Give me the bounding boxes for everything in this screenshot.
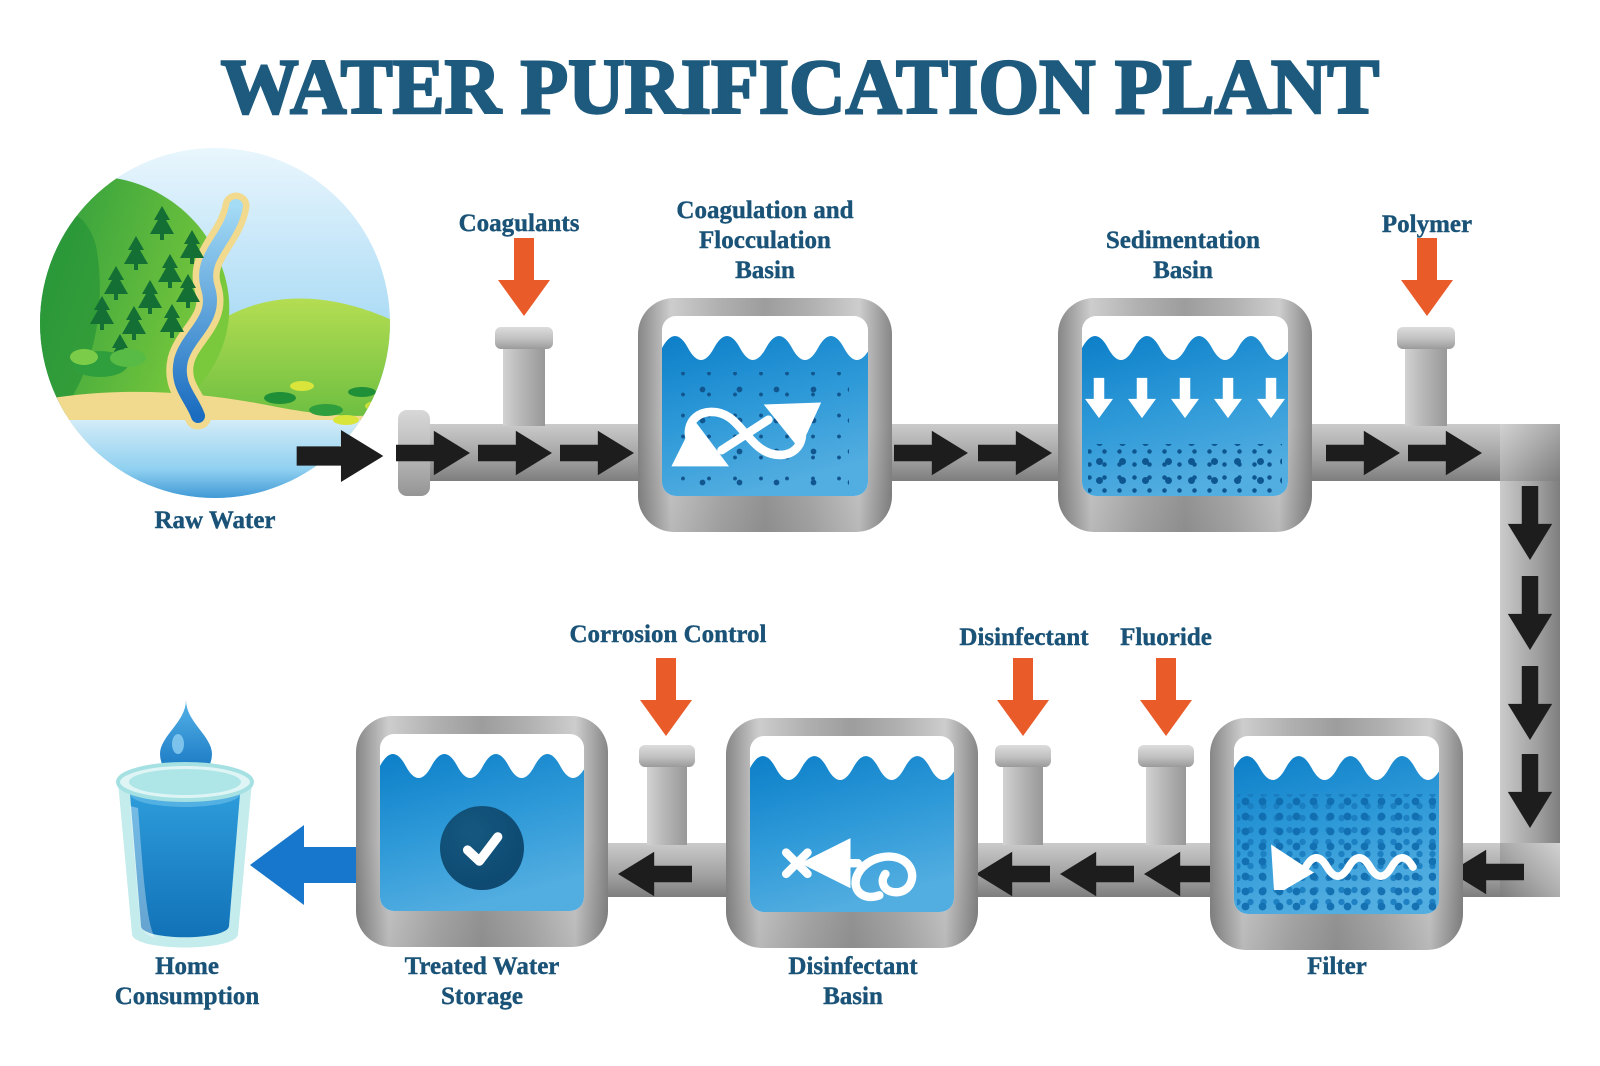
coagulation-basin-label: Coagulation and Flocculation Basin [676,197,854,284]
dosing-arrow-icon [997,658,1049,736]
coagulants-inlet-pipe [503,347,545,426]
sedimentation-basin-tank [1058,298,1312,532]
home-consumption-label: Home Consumption [114,953,260,1010]
flow-arrow-left-icon [618,851,692,897]
dosing-arrow-icon [1401,238,1453,316]
down-arrow-icon [1214,377,1242,419]
pipe-elbow-top-right [1500,424,1560,481]
consumption-arrow-icon [250,825,366,905]
sedimentation-basin-label: Sedimentation Basin [1105,227,1261,284]
flow-arrow-icon [1408,430,1482,476]
filter-tank [1210,718,1463,950]
settling-arrows [1082,376,1288,420]
wavy-left-arrow-icon [1271,844,1417,890]
flow-arrow-left-icon [1450,849,1524,895]
flow-arrow-icon [1326,430,1400,476]
polymer-inlet-flange [1397,327,1455,349]
down-arrow-icon [1085,377,1113,419]
quality-check-badge [440,806,524,890]
flow-arrow-icon [296,430,384,482]
mixing-swirl-icon [671,402,822,467]
dosing-arrow-icon [1140,658,1192,736]
polymer-inlet-pipe [1405,347,1447,426]
disinfectant-inlet-pipe [1003,765,1043,845]
disinfectant-basin-tank [726,718,978,948]
germ-kill-icon [781,838,917,901]
flow-arrow-left-icon [1060,851,1134,897]
droplet-icon [160,700,212,780]
sediment-particles [1088,444,1282,494]
corrosion-control-label: Corrosion Control [569,621,767,648]
disinfectant-inlet-flange [995,745,1051,767]
coagulants-label: Coagulants [458,210,580,237]
flow-arrow-icon [894,430,968,476]
flow-arrow-down-icon [1507,486,1553,560]
disinfectant-basin-label: Disinfectant Basin [788,953,918,1010]
flow-arrow-icon [560,430,634,476]
disinfectant-label: Disinfectant [959,624,1089,651]
polymer-label: Polymer [1381,211,1473,238]
flow-arrow-icon [978,430,1052,476]
dosing-arrow-icon [498,238,550,316]
coagulants-inlet-flange [495,327,553,349]
down-arrow-icon [1171,377,1199,419]
dosing-arrow-icon [640,658,692,736]
down-arrow-icon [1128,377,1156,419]
fluoride-inlet-flange [1138,745,1194,767]
filter-media [1237,794,1436,911]
down-arrow-icon [1257,377,1285,419]
raw-water-illustration [40,148,390,498]
filter-label: Filter [1307,953,1367,980]
check-icon [462,832,503,866]
flow-arrow-icon [478,430,552,476]
flow-arrow-down-icon [1507,666,1553,740]
treated-water-storage-tank [356,716,608,947]
page-title: WATER PURIFICATION PLANT [219,42,1380,132]
home-consumption-glass [116,700,254,948]
fluoride-label: Fluoride [1120,624,1212,651]
treated-water-storage-label: Treated Water Storage [404,953,560,1010]
flow-arrow-icon [396,430,470,476]
fluoride-inlet-pipe [1146,765,1186,845]
coagulation-flocculation-basin-tank [638,298,892,532]
flow-arrow-left-icon [1144,851,1218,897]
flow-arrow-left-icon [976,851,1050,897]
flow-arrow-down-icon [1507,754,1553,828]
flow-arrow-down-icon [1507,576,1553,650]
corrosion-inlet-flange [639,745,695,767]
corrosion-inlet-pipe [647,765,687,845]
raw-water-label: Raw Water [154,507,276,534]
